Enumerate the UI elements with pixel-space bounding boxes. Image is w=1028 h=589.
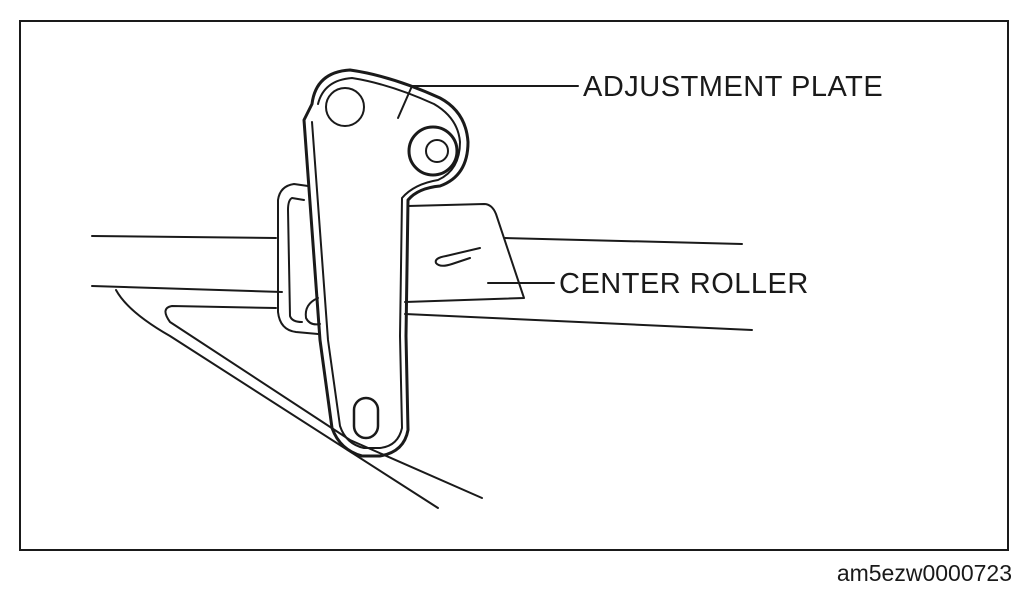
adjustment-plate-leader: [397, 85, 413, 119]
rear-bracket: [277, 183, 319, 335]
rear-bracket-inner: [287, 197, 305, 323]
plate-hole-large: [325, 87, 365, 127]
lower-rail-right: [404, 313, 753, 331]
center-roller-bracket: [404, 203, 525, 303]
adjustment-plate-label: ADJUSTMENT PLATE: [583, 71, 883, 103]
center-roller-hook: [434, 247, 481, 267]
rear-bracket-clip: [304, 297, 321, 326]
adjustment-plate-outline: [302, 68, 470, 458]
plate-slot: [352, 396, 380, 440]
panel-edge-inner: [164, 305, 483, 499]
upper-rail-left: [91, 235, 277, 239]
pivot-boss-outer: [407, 125, 459, 177]
center-roller-label: CENTER ROLLER: [559, 268, 809, 300]
lower-rail-left: [91, 285, 283, 293]
panel-edge-outer: [115, 289, 439, 509]
diagram-frame: [19, 20, 1009, 551]
upper-rail-right: [504, 237, 743, 245]
adjustment-plate-inner-edge: [311, 77, 461, 449]
figure-id: am5ezw0000723: [836, 560, 1012, 586]
pivot-boss-inner: [425, 139, 449, 163]
